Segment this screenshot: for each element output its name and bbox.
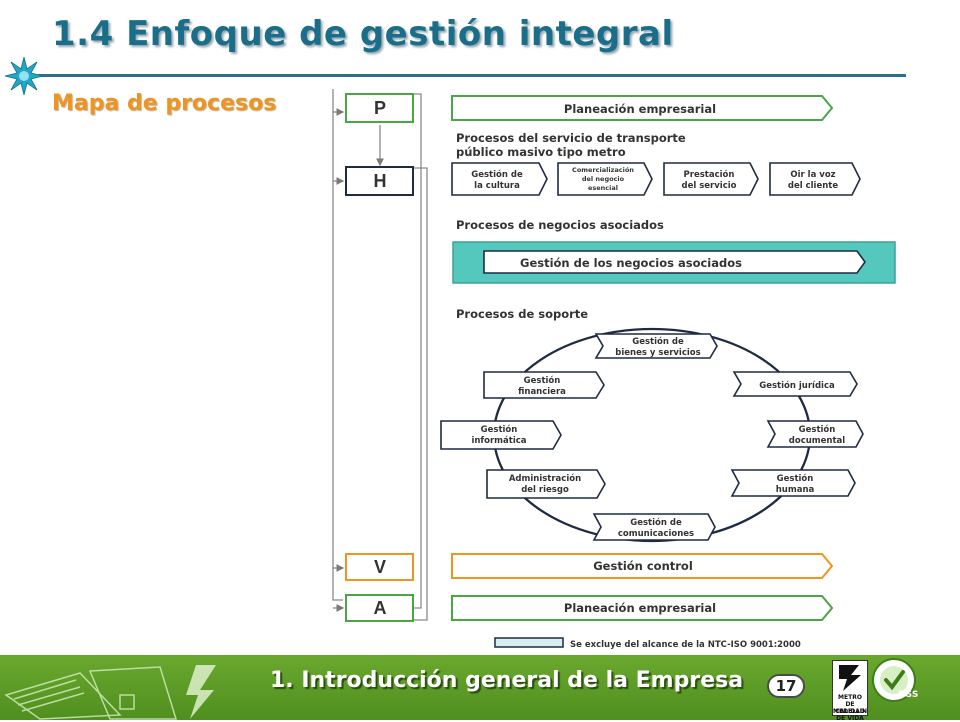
- page-number-badge: 17: [767, 674, 805, 698]
- svg-text:del riesgo: del riesgo: [521, 485, 569, 495]
- svg-text:Oir la voz: Oir la voz: [790, 170, 835, 180]
- slide-subtitle: Mapa de procesos: [52, 91, 277, 116]
- planeacion-top-label: Planeación empresarial: [564, 102, 716, 116]
- svg-text:Comercialización: Comercialización: [572, 166, 634, 174]
- loop-line-right: [413, 93, 422, 609]
- svg-text:Prestación: Prestación: [684, 169, 735, 180]
- soporte-heading: Procesos de soporte: [456, 307, 588, 321]
- soporte-item-juridica: Gestión jurídica: [732, 371, 858, 397]
- svg-text:Gestión: Gestión: [524, 375, 561, 386]
- svg-text:del negocio: del negocio: [582, 175, 625, 183]
- legend-swatch: [494, 637, 564, 648]
- footer-text: 1. Introducción general de la Empresa: [270, 668, 744, 693]
- pdca-p-box: P: [345, 93, 414, 123]
- pdca-h-label: H: [374, 171, 387, 191]
- svg-text:comunicaciones: comunicaciones: [618, 529, 694, 539]
- metro-medellin-logo: METRO DE MEDELLIN CALIDAD DE VIDA: [832, 660, 868, 722]
- svg-text:Administración: Administración: [509, 473, 581, 484]
- pdca-v-box: V: [345, 553, 414, 581]
- teal-star-icon: [4, 56, 44, 96]
- svg-text:financiera: financiera: [518, 387, 566, 397]
- metro-logo-line-2: DE MEDELLIN: [833, 701, 868, 715]
- svg-text:la cultura: la cultura: [474, 181, 520, 191]
- soporte-item-documental: Gestión documental: [766, 420, 864, 448]
- svg-text:del servicio: del servicio: [682, 181, 737, 191]
- servicio-item-cultura: Gestión de la cultura: [451, 162, 548, 196]
- svg-text:humana: humana: [776, 485, 815, 495]
- pdca-a-label: A: [374, 598, 387, 618]
- svg-text:Gestión de: Gestión de: [471, 169, 523, 180]
- negocios-heading: Procesos de negocios asociados: [456, 218, 664, 232]
- gestion-control-label: Gestión control: [593, 559, 693, 573]
- gestion-control-arrow: Gestión control: [451, 553, 834, 579]
- svg-text:Gestión: Gestión: [481, 424, 518, 435]
- soporte-item-informatica: Gestión informática: [440, 420, 562, 450]
- metro-logo-line-1: METRO: [838, 694, 862, 701]
- soporte-item-bienes: Gestión de bienes y servicios: [594, 333, 718, 359]
- svg-text:Gestión de: Gestión de: [630, 517, 682, 528]
- servicio-item-comercializacion: Comercialización del negocio esencial: [557, 162, 653, 196]
- svg-text:Gestión: Gestión: [777, 473, 814, 484]
- sgs-label: SGS: [898, 690, 919, 700]
- soporte-item-comunicaciones: Gestión de comunicaciones: [592, 513, 716, 541]
- svg-text:del cliente: del cliente: [788, 181, 838, 191]
- svg-text:esencial: esencial: [588, 184, 618, 192]
- svg-text:documental: documental: [789, 436, 845, 446]
- servicio-heading-2: público masivo tipo metro: [456, 145, 626, 159]
- svg-text:Gestión jurídica: Gestión jurídica: [759, 380, 835, 391]
- pdca-p-label: P: [374, 98, 386, 118]
- sgs-certification-seal: [872, 658, 916, 702]
- checkmark-icon: [880, 666, 908, 694]
- negocios-box-label: Gestión de los negocios asociados: [520, 256, 742, 270]
- legend: Se excluye del alcance de la NTC-ISO 900…: [494, 637, 801, 650]
- footer-train-graphic: [4, 665, 216, 720]
- soporte-item-financiera: Gestión financiera: [483, 371, 605, 399]
- svg-text:Gestión: Gestión: [799, 424, 836, 435]
- planeacion-bottom-label: Planeación empresarial: [564, 601, 716, 615]
- pdca-loop: [332, 89, 428, 621]
- servicio-item-prestacion: Prestación del servicio: [663, 162, 759, 196]
- legend-text: Se excluye del alcance de la NTC-ISO 900…: [570, 640, 801, 650]
- planeacion-top-arrow: Planeación empresarial: [451, 95, 834, 121]
- planeacion-bottom-arrow: Planeación empresarial: [451, 595, 834, 621]
- pdca-a-box: A: [345, 594, 414, 622]
- svg-text:bienes y servicios: bienes y servicios: [615, 348, 700, 358]
- pdca-v-label: V: [374, 557, 386, 577]
- servicio-heading-1: Procesos del servicio de transporte: [456, 131, 686, 145]
- svg-text:Gestión de: Gestión de: [632, 336, 684, 347]
- title-rule: [38, 74, 906, 77]
- soporte-item-humana: Gestión humana: [730, 469, 856, 497]
- negocios-box: Gestión de los negocios asociados: [452, 241, 896, 284]
- slide-title: 1.4 Enfoque de gestión integral: [52, 14, 674, 54]
- metro-logo-line-3: CALIDAD DE VIDA: [835, 708, 865, 722]
- metro-logo-mark-icon: [839, 665, 861, 691]
- loop-line-left: [332, 89, 343, 601]
- svg-text:informática: informática: [471, 436, 526, 446]
- servicio-item-voz-cliente: Oir la voz del cliente: [769, 162, 861, 196]
- process-map-diagram: P H V A Planeación empresarial Procesos …: [332, 89, 896, 650]
- pdca-h-box: H: [345, 166, 414, 196]
- soporte-item-riesgo: Administración del riesgo: [486, 469, 606, 499]
